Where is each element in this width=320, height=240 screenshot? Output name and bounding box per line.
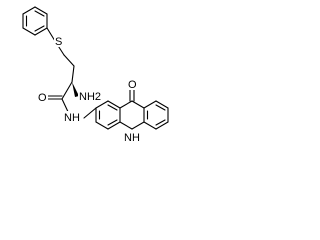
benzyl-ring <box>22 6 48 36</box>
amide-aryl-bond <box>83 107 97 119</box>
carbonyl-oxygen-label: O <box>38 92 47 104</box>
alpha-carbonyl-bond <box>61 81 73 100</box>
stereo-wedge-bond <box>72 82 79 97</box>
ketone-oxygen-label: O <box>128 79 137 91</box>
acridone-right-ring <box>143 100 169 130</box>
acridone-central-ring <box>119 100 145 130</box>
amide-nitrogen-label: NH <box>64 112 80 124</box>
sulfur-label: S <box>55 36 62 48</box>
amino-label: NH2 <box>79 91 101 103</box>
acridone-left-ring <box>95 100 121 130</box>
chemical-structure: S NH2 O NH O NH <box>22 6 169 144</box>
ring-nitrogen-label: NH <box>124 132 140 144</box>
